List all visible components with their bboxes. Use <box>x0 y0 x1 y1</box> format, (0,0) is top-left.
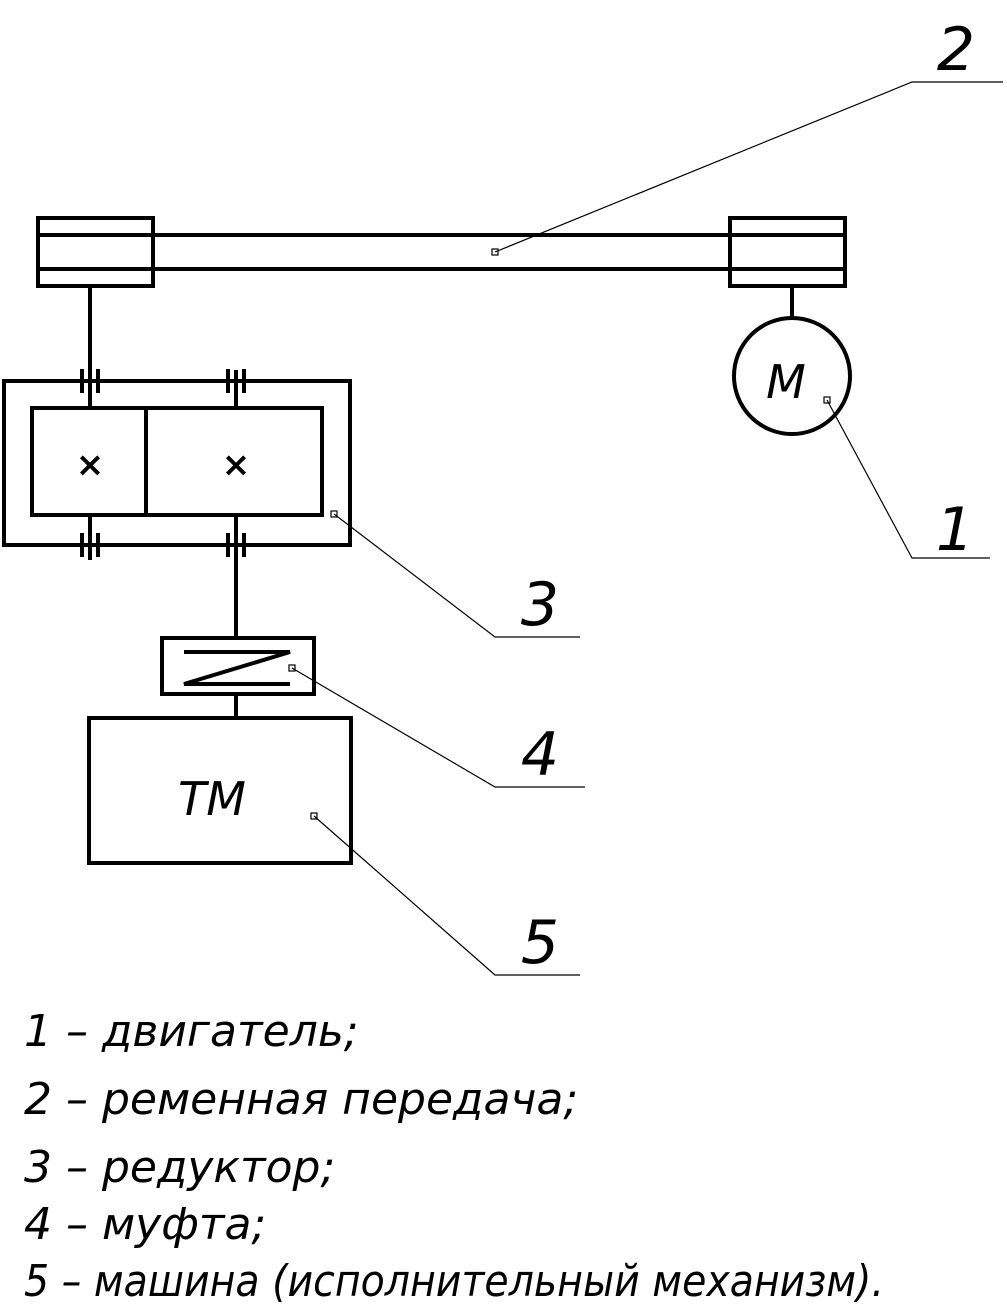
gear-mark-right: × <box>222 445 251 485</box>
belt-drive <box>36 216 847 288</box>
gearbox: × × <box>2 369 352 560</box>
coupling <box>160 636 316 696</box>
legend-item-2: 2 – ременная передача; <box>24 1074 578 1125</box>
callout-1: 1 <box>936 495 974 565</box>
legend-item-4: 4 – муфта; <box>24 1199 266 1250</box>
bearing-marks <box>74 369 252 560</box>
leader-line-1 <box>826 399 990 559</box>
drive-pulley <box>728 216 847 288</box>
legend-item-3: 3 – редуктор; <box>24 1142 335 1193</box>
gear-mark-left: × <box>76 445 105 485</box>
callout-4: 4 <box>521 720 559 790</box>
belt <box>36 233 847 271</box>
legend: 1 – двигатель; 2 – ременная передача; 3 … <box>24 1006 884 1307</box>
machine-box <box>87 716 353 865</box>
leader-line-3 <box>333 513 580 638</box>
callouts: 2 1 3 4 5 <box>288 15 1003 978</box>
callout-5: 5 <box>521 908 559 978</box>
motor-symbol: M <box>766 355 806 409</box>
legend-item-5: 5 – машина (исполнительный механизм). <box>24 1256 884 1307</box>
working-machine: ТМ <box>87 716 353 865</box>
callout-2: 2 <box>937 15 975 85</box>
legend-item-1: 1 – двигатель; <box>24 1006 359 1057</box>
electric-motor: M <box>732 286 852 436</box>
motor-circle <box>732 316 852 436</box>
gearbox-gear-stage <box>30 406 324 517</box>
leader-line-2 <box>494 81 1003 253</box>
driven-pulley <box>36 216 155 288</box>
machine-symbol: ТМ <box>178 772 246 826</box>
callout-3: 3 <box>521 570 559 640</box>
coupling-z-symbol <box>183 650 291 686</box>
gearbox-housing <box>2 379 352 547</box>
leader-line-5 <box>313 815 580 976</box>
leader-line-4 <box>291 667 585 788</box>
